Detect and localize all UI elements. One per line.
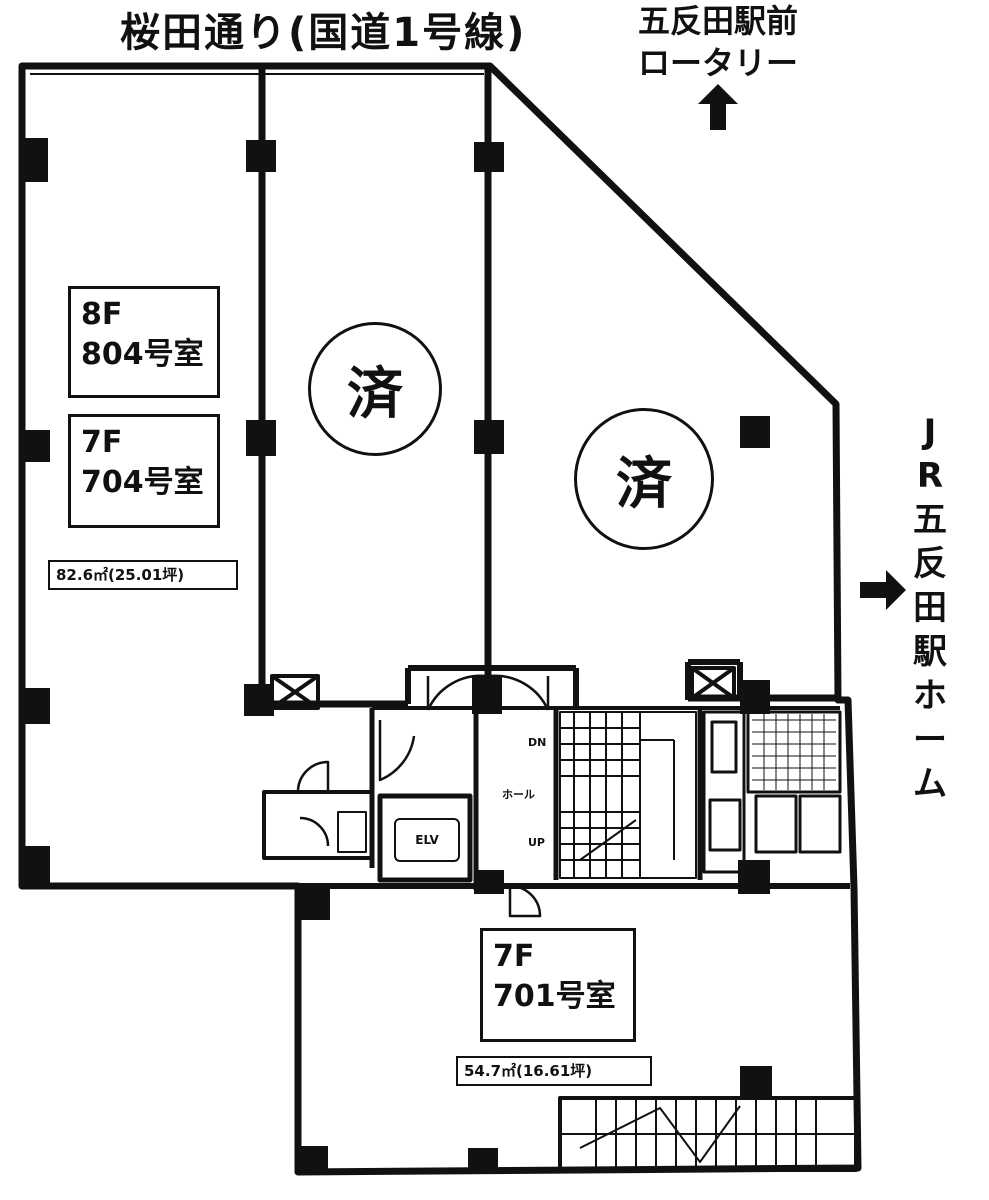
- north-arrow: [698, 84, 738, 130]
- east-direction-char: 田: [913, 588, 947, 628]
- tile-hatch: [752, 714, 836, 790]
- stair-down-label: DN: [528, 736, 547, 749]
- north-direction-line1: 五反田駅前: [637, 2, 798, 40]
- unit-704-room: 704号室: [81, 465, 204, 500]
- east-direction-char: 五: [913, 500, 947, 540]
- bottom-stairs: [558, 1096, 858, 1172]
- east-direction-char: 反: [913, 544, 947, 584]
- east-direction-label: J R 五 反 田 駅 ホ ー ム: [908, 410, 952, 806]
- unit-701-floor: 7F: [493, 939, 535, 974]
- elevator-label: ELV: [394, 818, 460, 862]
- unit-704-label[interactable]: 7F 704号室: [68, 414, 220, 528]
- core-stairs: [559, 711, 697, 879]
- east-direction-char: R: [916, 456, 944, 496]
- toilet-block: [262, 790, 374, 860]
- east-direction-char: ム: [913, 764, 947, 804]
- road-title: 桜田通り(国道1号線): [120, 10, 527, 56]
- unit-701-room: 701号室: [493, 979, 616, 1014]
- unit-804-floor: 8F: [81, 297, 123, 332]
- north-direction-label: 五反田駅前 ロータリー: [618, 0, 818, 84]
- outer-wall: [18, 62, 862, 1176]
- east-direction-char: 駅: [913, 632, 947, 672]
- doors: [296, 674, 550, 918]
- right-service-rooms: [702, 710, 842, 874]
- columns: [22, 138, 772, 1174]
- unit-804-704-area: 82.6㎡(25.01坪): [48, 560, 238, 590]
- direction-arrows: [698, 84, 906, 610]
- unit-804-room: 804号室: [81, 337, 204, 372]
- hall-label: ホール: [502, 788, 535, 801]
- toilet-stall: [337, 811, 367, 853]
- east-direction-char: ー: [913, 720, 947, 760]
- unit-804-label[interactable]: 8F 804号室: [68, 286, 220, 398]
- east-arrow: [860, 570, 906, 610]
- stair-up-label: UP: [528, 836, 545, 849]
- unit-701-area: 54.7㎡(16.61坪): [456, 1056, 652, 1086]
- unit-704-floor: 7F: [81, 425, 123, 460]
- unit-701-label[interactable]: 7F 701号室: [480, 928, 636, 1042]
- occupied-mark-middle: 済: [308, 322, 442, 456]
- north-direction-line2: ロータリー: [637, 44, 798, 82]
- occupied-mark-right: 済: [574, 408, 714, 550]
- elevator-shaft: [377, 793, 473, 883]
- east-direction-char: J: [923, 412, 937, 452]
- east-direction-char: ホ: [913, 676, 947, 716]
